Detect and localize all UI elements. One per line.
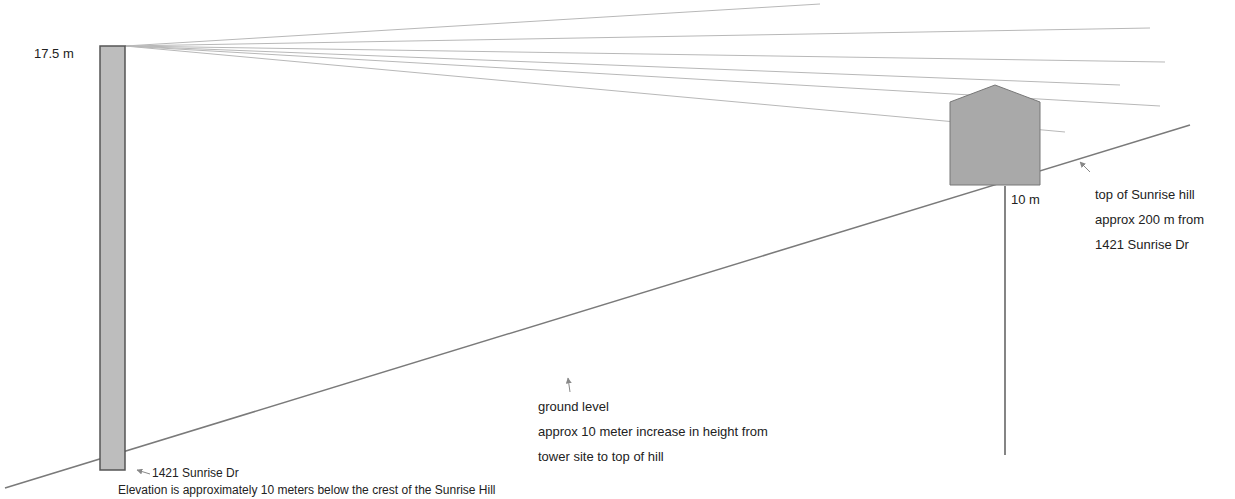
leader-arrow	[137, 470, 150, 474]
note-label: top of Sunrise hill approx 200 m from 14…	[1095, 182, 1227, 257]
note-label: approx 10 meter increase in height from …	[538, 419, 790, 469]
ground-label: ground level	[538, 394, 609, 419]
note-label: Elevation is approximately 10 meters bel…	[118, 483, 496, 498]
tower	[100, 46, 125, 470]
address-label: 1421 Sunrise Dr	[152, 466, 239, 481]
signal-line	[125, 46, 1065, 132]
dimension-label: 10 m	[1011, 190, 1040, 210]
leader-arrow	[568, 378, 570, 392]
house	[950, 85, 1040, 185]
signal-line	[125, 46, 1165, 62]
dimension-label: 17.5 m	[34, 44, 74, 64]
signal-line	[125, 28, 1150, 46]
height-line	[1004, 186, 1005, 455]
signal-line	[125, 46, 1120, 85]
leader-arrow	[1080, 162, 1090, 172]
